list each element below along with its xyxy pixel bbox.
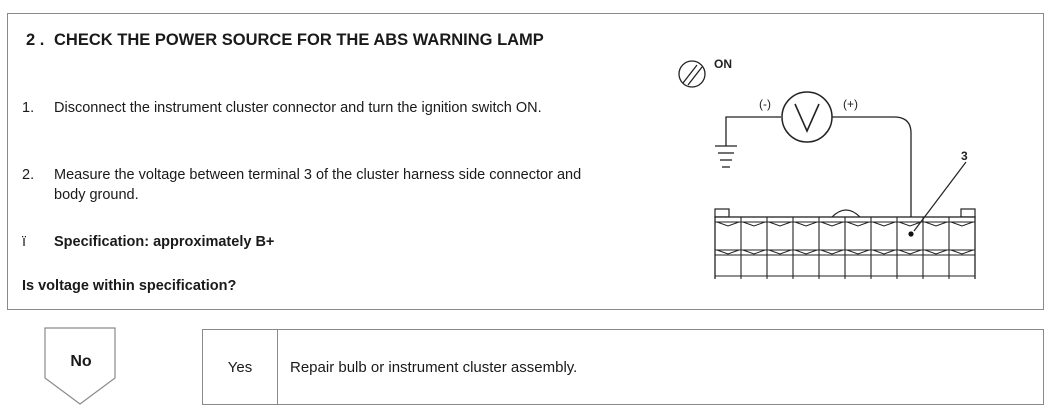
step-number: 2. (22, 167, 35, 183)
check-title: CHECK THE POWER SOURCE FOR THE ABS WARNI… (54, 31, 544, 49)
check-heading: 2 . CHECK THE POWER SOURCE FOR THE ABS WA… (26, 30, 606, 51)
step-text: Disconnect the instrument cluster connec… (54, 100, 542, 116)
step-2: 2. Measure the voltage between terminal … (22, 165, 612, 205)
step-1: 1. Disconnect the instrument cluster con… (22, 98, 612, 118)
check-panel: 2 . CHECK THE POWER SOURCE FOR THE ABS WA… (7, 13, 1044, 310)
spec-bullet: ï (22, 234, 27, 250)
cluster-connector (714, 216, 976, 279)
yes-result-row: Yes Repair bulb or instrument cluster as… (202, 329, 1044, 405)
positive-probe-label: (+) (843, 97, 858, 111)
negative-probe-label: (-) (759, 97, 771, 111)
yes-action-text: Repair bulb or instrument cluster assemb… (290, 358, 578, 376)
ignition-switch-icon (678, 60, 706, 88)
terminal-3-label: 3 (961, 149, 968, 163)
probe-wire (832, 116, 912, 234)
ground-icon (715, 116, 781, 168)
check-number: 2 . (26, 31, 45, 49)
no-arrow-icon (44, 327, 116, 405)
voltmeter-icon (781, 91, 833, 143)
yes-label: Yes (203, 330, 278, 404)
ignition-on-label: ON (714, 57, 732, 71)
step-number: 1. (22, 100, 35, 116)
terminal-3-pin (908, 231, 914, 237)
spec-text: Specification: approximately B+ (54, 234, 275, 250)
specification: ï Specification: approximately B+ (22, 232, 274, 252)
no-label: No (70, 353, 92, 370)
wiring-diagram: ON (-) (+) 3 (678, 57, 976, 279)
check-question: Is voltage within specification? (22, 278, 237, 294)
step-text: Measure the voltage between terminal 3 o… (54, 167, 582, 203)
